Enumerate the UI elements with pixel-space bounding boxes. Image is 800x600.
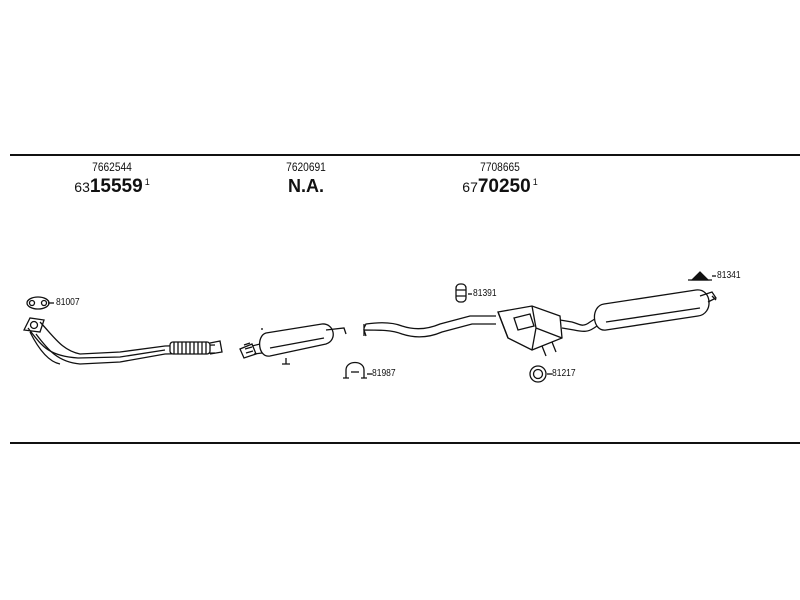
part-main: 15559 (89, 176, 143, 197)
callout-hanger: 81391 (473, 288, 497, 299)
rear-silencer-drawing (593, 289, 717, 331)
middle-silencer-drawing (239, 323, 347, 365)
part-superscript: 1 (532, 177, 538, 187)
part-prefix: 67 (462, 179, 478, 195)
part-not-available: N.A. (288, 176, 324, 196)
part-prefix: 63 (74, 179, 90, 195)
callout-ring: 81217 (552, 368, 576, 379)
top-rule (10, 154, 800, 156)
intermediate-pipe-drawing (363, 305, 607, 357)
oe-number: 7708665 (480, 160, 520, 174)
part-main: 70250 (477, 176, 531, 197)
clamp-icon (343, 361, 367, 379)
front-pipe-drawing (23, 317, 223, 365)
gasket-icon (26, 296, 50, 310)
middle-silencer-part-group: 7620691 N.A. (256, 160, 356, 197)
hanger-icon (455, 283, 467, 303)
oe-number: 7620691 (286, 160, 326, 174)
callout-gasket: 81007 (56, 297, 80, 308)
callout-rubber-mount: 81341 (717, 270, 741, 281)
callout-clamp: 81987 (372, 368, 396, 379)
ring-icon (529, 365, 547, 383)
part-superscript: 1 (144, 177, 150, 187)
oe-number: 7662544 (92, 160, 132, 174)
bottom-rule (10, 442, 800, 444)
rubber-mount-icon (688, 271, 712, 281)
